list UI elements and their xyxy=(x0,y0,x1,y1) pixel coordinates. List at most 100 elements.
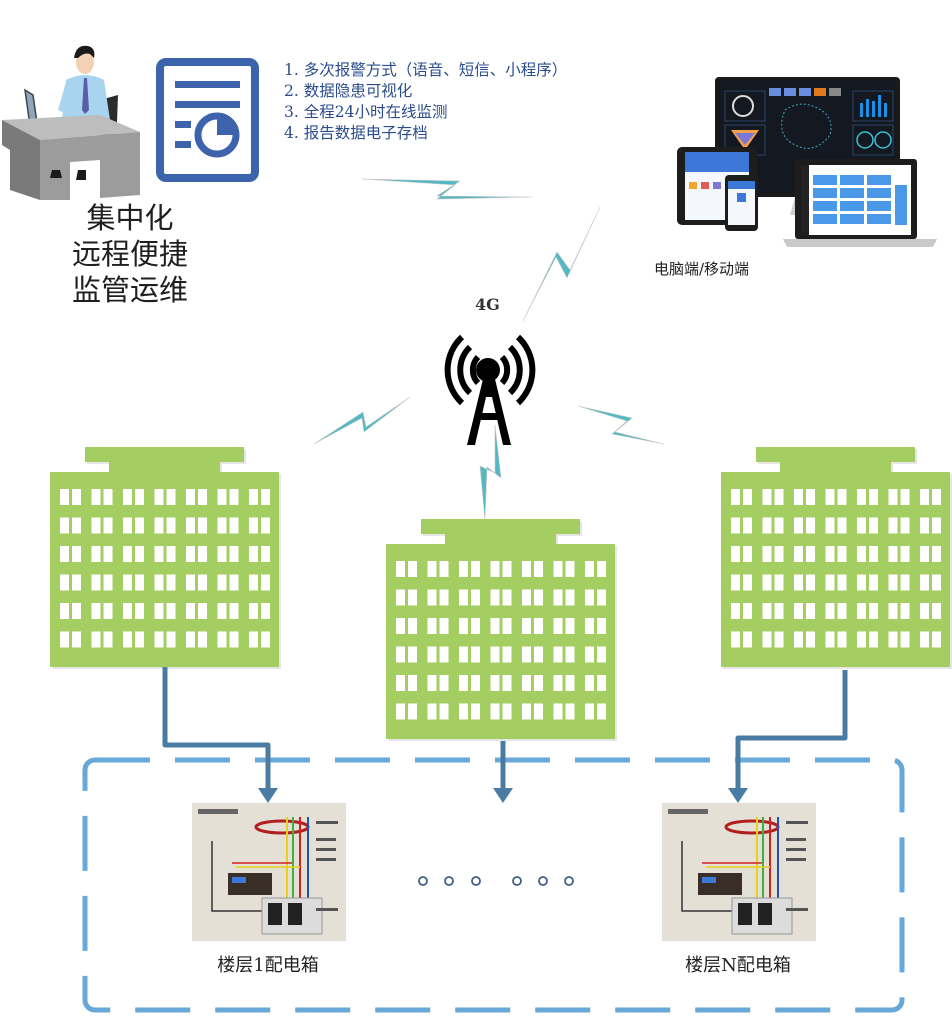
building-window xyxy=(60,517,69,534)
building-window xyxy=(396,703,405,720)
building-window xyxy=(837,574,847,591)
building-window xyxy=(186,631,195,648)
building-window xyxy=(72,574,81,591)
building-window xyxy=(166,574,176,591)
building-window xyxy=(229,574,239,591)
building-window xyxy=(932,603,941,619)
building-window xyxy=(806,546,815,562)
caption-line: 监管运维 xyxy=(71,273,188,307)
building-window xyxy=(932,546,941,562)
building-window xyxy=(932,574,941,591)
building-window xyxy=(825,517,835,534)
building-window xyxy=(553,646,563,663)
building-window xyxy=(774,489,784,505)
floor-panels-group-box xyxy=(82,757,905,1013)
building-window xyxy=(585,589,594,606)
building-window xyxy=(857,574,866,591)
building-window xyxy=(261,489,270,505)
ellipsis-dot xyxy=(564,876,574,886)
building-window xyxy=(396,675,405,691)
building-window xyxy=(553,618,563,634)
building-window xyxy=(427,703,437,720)
feature-item: 2. 数据隐患可视化 xyxy=(284,82,413,100)
building-window xyxy=(774,574,784,591)
building-window xyxy=(553,589,563,606)
building-window xyxy=(408,703,417,720)
building-window xyxy=(920,603,929,619)
building-window xyxy=(585,618,594,634)
building-window xyxy=(439,618,449,634)
building-window xyxy=(920,489,929,505)
building-window xyxy=(731,574,740,591)
building-window xyxy=(471,646,480,663)
building-window xyxy=(534,589,543,606)
building-window xyxy=(249,489,258,505)
building-window xyxy=(229,631,239,648)
building-window xyxy=(154,603,164,619)
building-window xyxy=(825,631,835,648)
building-window xyxy=(439,589,449,606)
building-window xyxy=(103,489,113,505)
building-window xyxy=(900,603,910,619)
building-window xyxy=(60,603,69,619)
building-window xyxy=(439,675,449,691)
lightning-bolt-icon xyxy=(522,206,601,322)
building-window xyxy=(837,631,847,648)
building-window xyxy=(471,675,480,691)
building-window xyxy=(869,546,878,562)
building-window xyxy=(597,646,606,663)
building-window xyxy=(135,546,144,562)
building-window xyxy=(154,574,164,591)
lightning-bolt-icon xyxy=(313,396,411,445)
building-window xyxy=(731,546,740,562)
building-window xyxy=(166,517,176,534)
building-window xyxy=(123,517,132,534)
building-window xyxy=(522,646,531,663)
building-window xyxy=(920,574,929,591)
building-window xyxy=(806,517,815,534)
building-window xyxy=(900,631,910,648)
building-window xyxy=(825,489,835,505)
building-window xyxy=(396,589,405,606)
building-window xyxy=(534,618,543,634)
building-window xyxy=(186,546,195,562)
building-window xyxy=(459,675,468,691)
feature-item: 1. 多次报警方式（语音、短信、小程序） xyxy=(284,61,568,79)
feature-item: 4. 报告数据电子存档 xyxy=(284,124,428,142)
building-window xyxy=(60,631,69,648)
building-window xyxy=(261,546,270,562)
building-window xyxy=(459,703,468,720)
building-window xyxy=(743,631,752,648)
building-window xyxy=(553,561,563,577)
building-window xyxy=(427,618,437,634)
operator-caption: 集中化 远程便捷 监管运维 xyxy=(50,200,210,308)
arrow-down-icon xyxy=(493,788,513,803)
building-window xyxy=(762,489,772,505)
building-window xyxy=(502,675,512,691)
building-window xyxy=(502,646,512,663)
building-window xyxy=(888,517,898,534)
building-window xyxy=(794,546,803,562)
building-window xyxy=(103,603,113,619)
ellipsis-dot xyxy=(444,876,454,886)
building-window xyxy=(502,589,512,606)
building-window xyxy=(522,703,531,720)
building-window xyxy=(522,675,531,691)
building-window xyxy=(774,631,784,648)
building-window xyxy=(198,546,207,562)
building-window xyxy=(396,561,405,577)
building-window xyxy=(123,574,132,591)
building-window xyxy=(774,546,784,562)
building-window xyxy=(585,703,594,720)
building-window xyxy=(565,589,575,606)
building-window xyxy=(806,489,815,505)
building-window xyxy=(198,574,207,591)
building-window xyxy=(91,574,101,591)
building-window xyxy=(261,574,270,591)
building-window xyxy=(154,517,164,534)
building-window xyxy=(534,561,543,577)
building-window xyxy=(857,631,866,648)
building-window xyxy=(585,561,594,577)
building-window xyxy=(825,574,835,591)
building-window xyxy=(103,517,113,534)
